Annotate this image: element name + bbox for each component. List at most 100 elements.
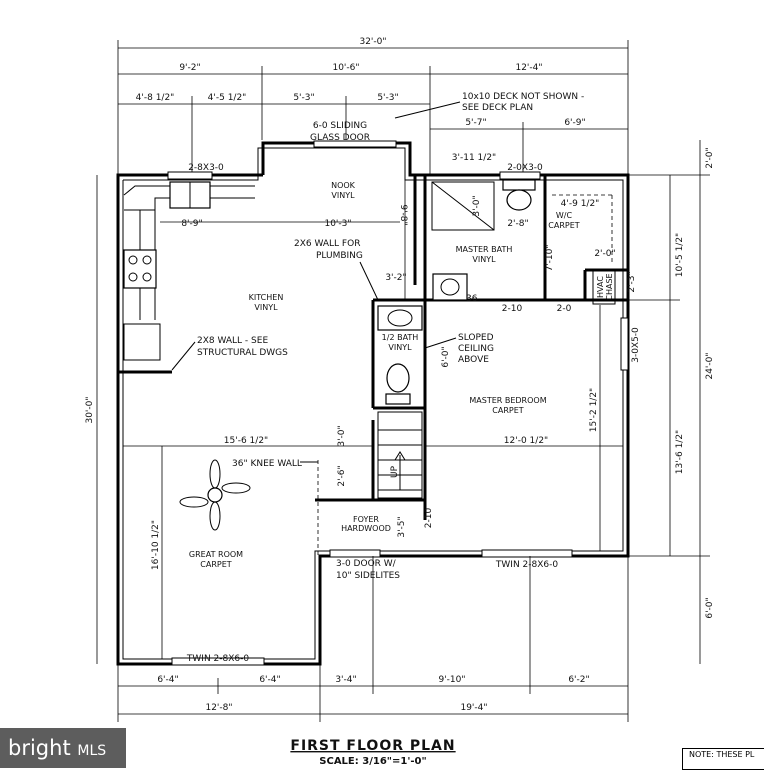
hvac-depth: 2'-3" [627, 271, 637, 292]
deck-note-leader [394, 101, 461, 119]
stair-up-label: UP [390, 465, 400, 478]
shower-width: 2'-8" [507, 219, 528, 229]
nook-name: NOOK [331, 181, 356, 190]
bottom-dim-5: 6'-2" [568, 675, 589, 685]
structural-note-line1: 2X8 WALL - SEE [197, 336, 268, 346]
master-sink-counter [432, 273, 468, 301]
wic-name: W/C [556, 211, 573, 220]
hvac-floor: CHASE [605, 273, 614, 300]
sliding-door-line1: 6-0 SLIDING [313, 121, 367, 131]
half-bath-depth: 6'-0" [441, 346, 451, 367]
sliding-door-line2: GLASS DOOR [310, 133, 370, 143]
wic-depth: 7'-10" [545, 244, 555, 271]
watermark-suffix: MLS [77, 743, 107, 759]
sliding-glass-door [313, 140, 397, 148]
right-outer-dim-1: 2'-0" [705, 147, 715, 168]
shower-depth: 3'-0" [472, 195, 482, 216]
master-side-window [620, 317, 629, 371]
watermark-logo: bright MLS [0, 728, 126, 768]
front-door [329, 549, 381, 558]
kitchen-width-dim: 8'-9" [181, 219, 202, 229]
wic-floor: CARPET [548, 221, 579, 230]
great-room-width: 15'-6 1/2" [224, 436, 268, 446]
top-dim-2: 10'-6" [332, 63, 359, 73]
master-bath-floor: VINYL [472, 255, 496, 264]
great-room-depth: 16'-10 1/2" [151, 520, 161, 570]
nook-depth-dim: 9'-8" [398, 204, 408, 225]
top-dim-5: 4'-5 1/2" [208, 93, 247, 103]
right-outer-dim-2: 24'-0" [705, 352, 715, 379]
master-bath-name: MASTER BATH [456, 245, 513, 254]
right-inner-dim-1: 10'-5 1/2" [675, 233, 685, 277]
stair-top-dim: 3'-0" [337, 425, 347, 446]
nook-width-dim: 10'-3" [324, 219, 351, 229]
master-rear-window [481, 549, 573, 558]
master-toilet-tank [502, 179, 536, 191]
top-dim-3: 12'-4" [515, 63, 542, 73]
kitchen-window [167, 171, 213, 180]
top-dim-4: 4'-8 1/2" [136, 93, 175, 103]
bottom-dim-2: 6'-4" [259, 675, 280, 685]
kitchen-window-label: 2-8X3-0 [188, 163, 224, 173]
half-bath-floor: VINYL [388, 343, 412, 352]
kitchen-name: KITCHEN [249, 293, 284, 302]
top-dim-6: 5'-3" [293, 93, 314, 103]
bottom-dim-3: 3'-4" [335, 675, 356, 685]
bath-window [499, 171, 541, 180]
master-bedroom-name: MASTER BEDROOM [469, 396, 546, 405]
refrigerator [123, 323, 161, 361]
overall-width-dim: 32'-0" [359, 37, 386, 47]
deck-note-line1: 10x10 DECK NOT SHOWN - [462, 92, 584, 102]
watermark-text: bright [8, 736, 71, 760]
kitchen-stove [123, 249, 157, 289]
master-sink [440, 278, 460, 296]
front-door-line2: 10" SIDELITES [336, 571, 400, 581]
deck-note-line2: SEE DECK PLAN [462, 103, 533, 113]
wic-width: 4'-9 1/2" [561, 199, 600, 209]
structural-note-line2: STRUCTURAL DWGS [197, 348, 288, 358]
nook-floor: VINYL [331, 191, 355, 200]
half-bath-width: 3'-2" [385, 273, 406, 283]
foyer-name: FOYER [353, 515, 379, 524]
master-side-window-label: 3-0X5-0 [631, 327, 641, 363]
right-outer-dim-3: 6'-0" [705, 597, 715, 618]
foyer-floor: HARDWOOD [341, 524, 391, 533]
door-label-1: 2-10 [502, 304, 523, 314]
great-room-window [171, 657, 265, 666]
half-bath-toilet-tank [385, 393, 411, 405]
sloped-line1: SLOPED [458, 333, 494, 343]
kitchen-counters [123, 181, 255, 361]
bottom-dim-6: 12'-8" [205, 703, 232, 713]
ceiling-fan-icon [179, 459, 251, 531]
staircase [377, 411, 423, 499]
top-dimension-lines [117, 40, 629, 175]
stair-mid-dim: 2'-6" [337, 465, 347, 486]
bath-window-label: 2-0X3-0 [507, 163, 543, 173]
sloped-line3: ABOVE [458, 355, 489, 365]
front-door-line1: 3-0 DOOR W/ [336, 559, 397, 569]
half-bath-toilet [386, 363, 410, 393]
left-total-dim: 30'-0" [85, 396, 95, 423]
top-dim-1: 9'-2" [179, 63, 200, 73]
master-bedroom-floor: CARPET [492, 406, 523, 415]
master-depth: 15'-2 1/2" [589, 388, 599, 432]
deck-dim-1: 5'-7" [465, 118, 486, 128]
great-room-floor: CARPET [200, 560, 231, 569]
plan-title: FIRST FLOOR PLAN [290, 738, 455, 754]
great-room-window-label: TWIN 2-8X6-0 [186, 654, 249, 664]
door-label-3: 2-10 [424, 508, 434, 529]
foyer-depth-dim: 3'-5" [397, 516, 407, 537]
shower [431, 181, 495, 231]
master-rear-window-label: TWIN 2-8X6-0 [495, 560, 558, 570]
note-box: NOTE: THESE PL [682, 748, 764, 770]
master-toilet [506, 189, 532, 211]
hvac-name: HVAC [596, 276, 605, 298]
deck-dim-2: 6'-9" [564, 118, 585, 128]
plumbing-note-line2: PLUMBING [316, 251, 363, 261]
bath-top-width: 3'-11 1/2" [452, 153, 496, 163]
top-dim-7: 5'-3" [377, 93, 398, 103]
kitchen-floor: VINYL [254, 303, 278, 312]
bottom-dim-7: 19'-4" [460, 703, 487, 713]
half-bath-name: 1/2 BATH [382, 333, 419, 342]
